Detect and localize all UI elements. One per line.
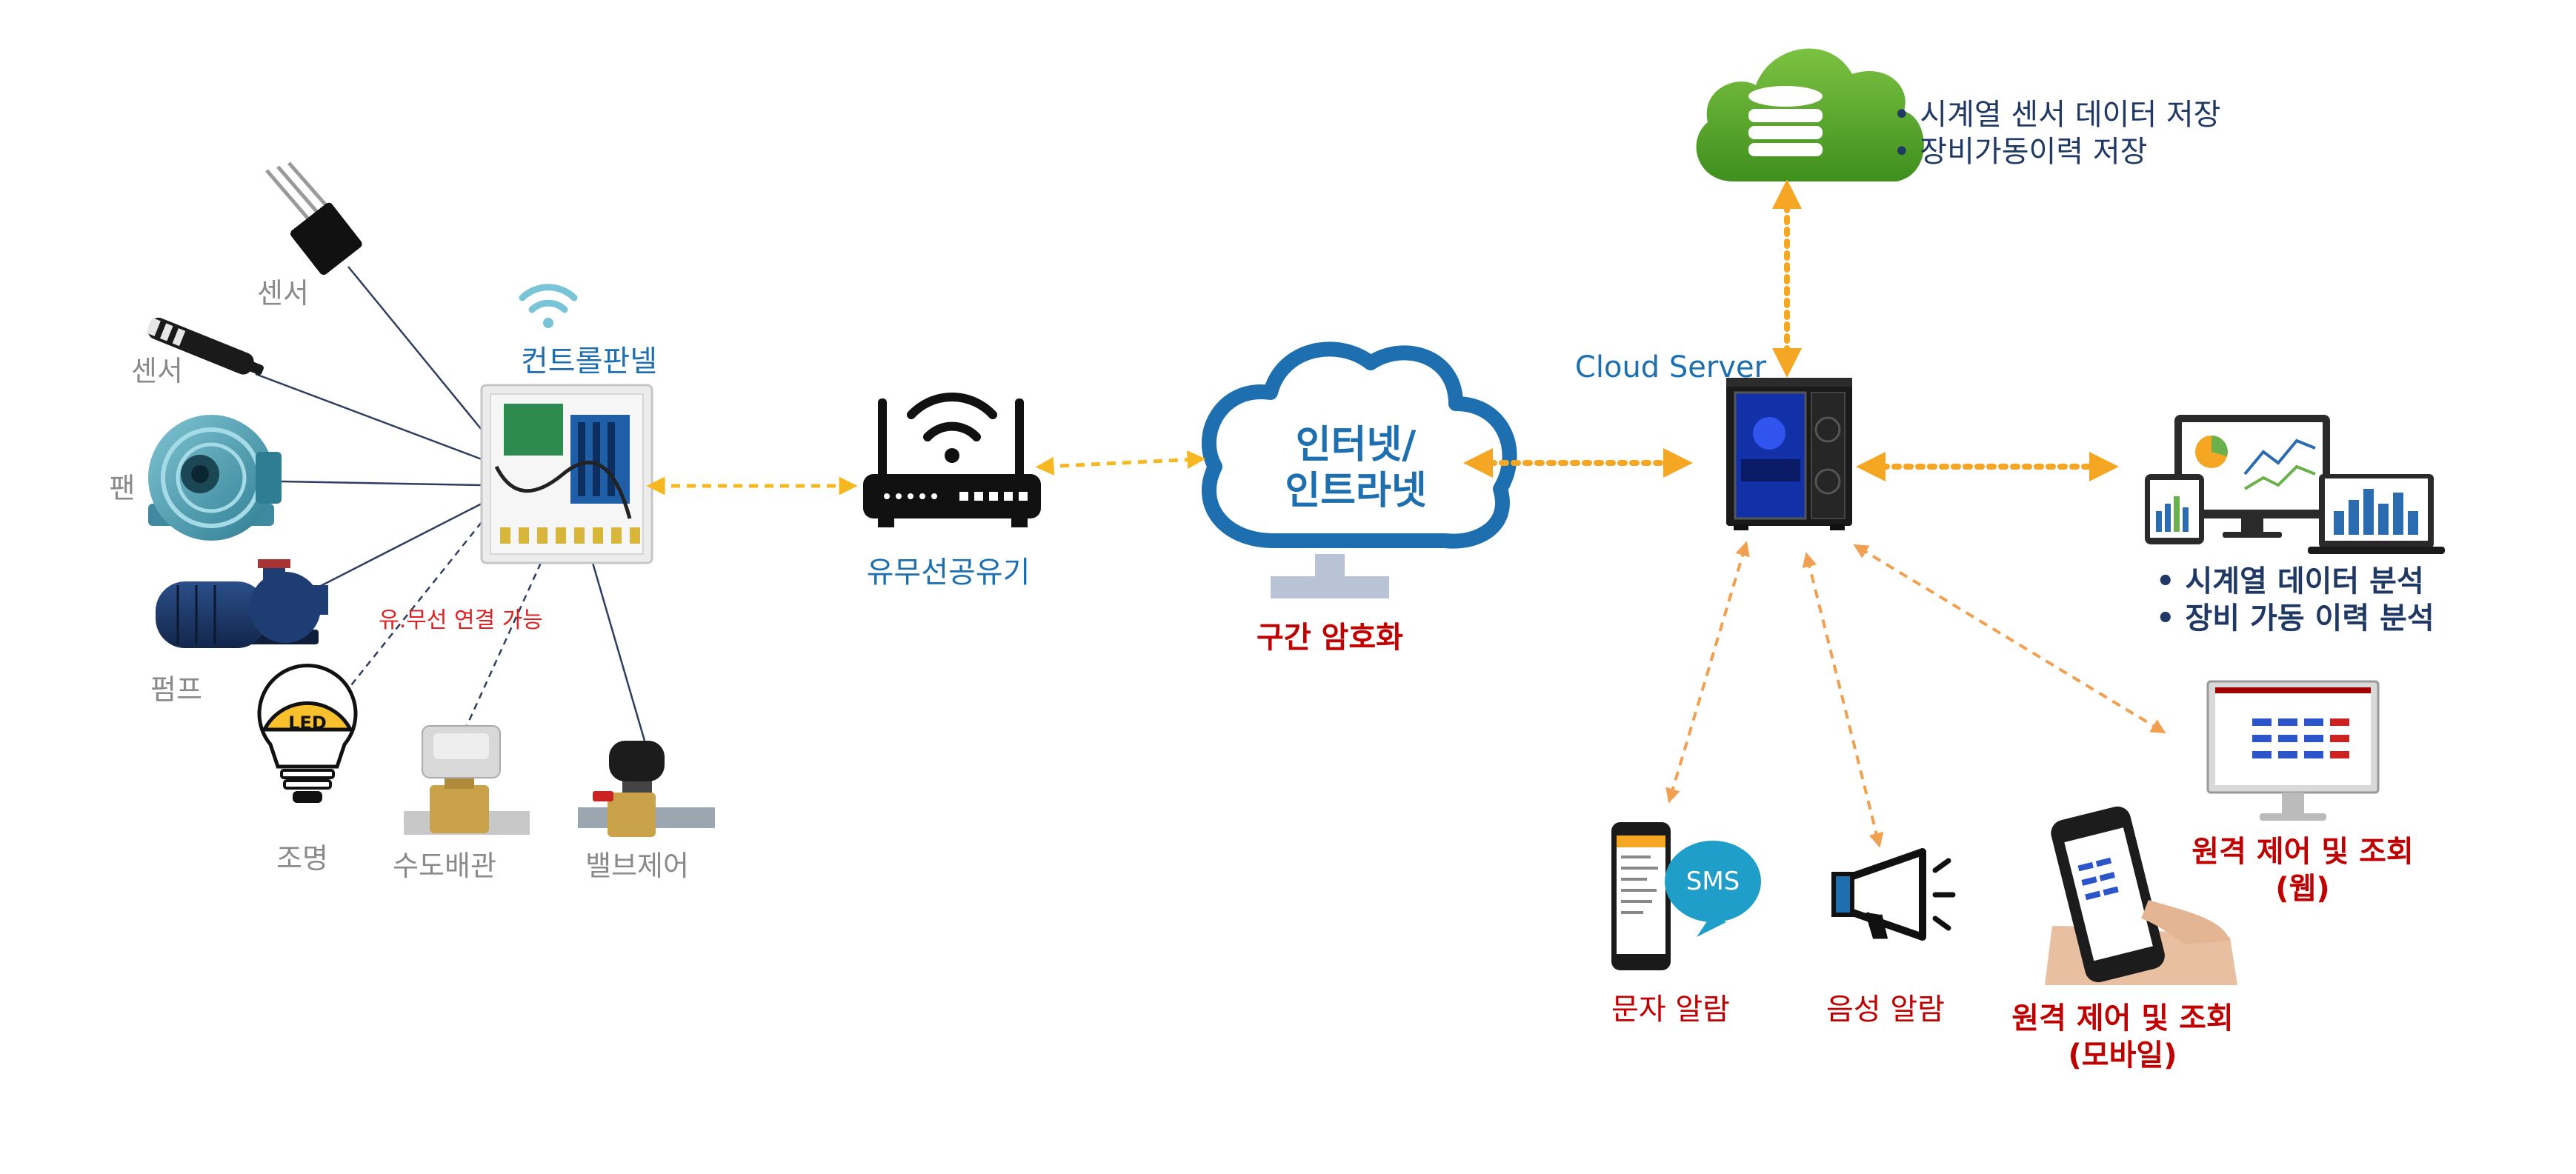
wired-wireless-note: 유.무선 연결 가능 [379, 607, 543, 633]
arrow-server-voice [1802, 552, 1884, 848]
line-pump [314, 502, 482, 590]
sms-alarm-label: 문자 알람 [1611, 993, 1730, 1027]
arrow-server-sms [1665, 541, 1750, 804]
storage-cloud-icon [1696, 48, 1924, 181]
remote-web-line1: 원격 제어 및 조회 [2191, 835, 2414, 869]
line-sensor2 [255, 373, 482, 461]
remote-mobile-label: 원격 제어 및 조회 (모바일) [2011, 1000, 2233, 1074]
line-sensor1 [347, 266, 482, 430]
led-badge: LED [288, 713, 327, 733]
remote-mobile-line1: 원격 제어 및 조회 [2011, 1001, 2234, 1035]
encryption-label: 구간 암호화 [1257, 621, 1403, 655]
megaphone-icon [1831, 848, 1956, 941]
server-tower-icon [1726, 378, 1852, 530]
voice-alarm-label: 음성 알람 [1826, 993, 1945, 1027]
light-label: 조명 [276, 842, 328, 875]
device-connection-lines [255, 266, 646, 741]
analytics-devices-icon [2145, 415, 2445, 554]
analytics-bullet-2: • 장비 가동 이력 분석 [2156, 601, 2434, 636]
sensor-stick-icon [146, 317, 264, 376]
pump-label: 펌프 [150, 673, 202, 706]
mobile-phone-hand-icon [2045, 806, 2237, 985]
storage-bullets: • 시계열 센서 데이터 저장 • 장비가동이력 저장 [1893, 96, 2220, 170]
sensor2-label: 센서 [131, 355, 183, 387]
remote-web-label: 원격 제어 및 조회 (웹) [2191, 833, 2413, 907]
router-label: 유무선공유기 [866, 556, 1031, 590]
web-monitor-icon [2206, 680, 2380, 821]
internet-label: 인터넷/ 인트라넷 [1285, 422, 1426, 514]
line-light [333, 521, 482, 708]
pump-icon [156, 559, 328, 648]
control-panel-label: 컨트롤판넬 [521, 344, 657, 378]
control-panel-box-icon [480, 384, 653, 564]
remote-web-line2: (웹) [2275, 872, 2330, 906]
cloud-server-label: Cloud Server [1574, 350, 1767, 384]
encryption-pipe-icon [1271, 554, 1389, 598]
led-bulb-icon [257, 663, 358, 803]
line-fan [279, 480, 482, 487]
wireless-connection-lines [333, 521, 542, 727]
line-valve [591, 562, 646, 741]
internet-label-line1: 인터넷/ [1295, 423, 1417, 467]
analytics-bullet-1: • 시계열 데이터 분석 [2156, 564, 2424, 598]
internet-cloud-icon [1201, 341, 1517, 549]
wifi-icon [519, 284, 578, 328]
network-arrows [646, 179, 2166, 848]
analytics-bullets: • 시계열 데이터 분석 • 장비 가동 이력 분석 [2156, 563, 2434, 637]
sms-phone-icon [1611, 822, 1761, 970]
motor-valve-icon [578, 741, 715, 837]
internet-label-line2: 인트라넷 [1285, 469, 1427, 513]
arrow-router-internet [1035, 450, 1206, 476]
remote-mobile-line2: (모바일) [2068, 1038, 2177, 1073]
line-water-pipe [465, 562, 542, 727]
water-pipe-label: 수도배관 [393, 850, 496, 882]
storage-bullet-2: • 장비가동이력 저장 [1893, 135, 2148, 169]
valve-label: 밸브제어 [585, 850, 689, 882]
fan-blower-icon [148, 415, 282, 541]
sms-badge: SMS [1685, 867, 1740, 896]
database-icon [1748, 86, 1823, 156]
storage-bullet-1: • 시계열 센서 데이터 저장 [1893, 98, 2221, 132]
fan-label: 팬 [109, 472, 136, 504]
sensor1-label: 센서 [257, 277, 309, 310]
water-pipe-valve-icon [404, 725, 530, 835]
sensor-probe-icon [265, 161, 362, 276]
arrow-server-web [1853, 544, 2166, 734]
router-icon [863, 392, 1041, 527]
